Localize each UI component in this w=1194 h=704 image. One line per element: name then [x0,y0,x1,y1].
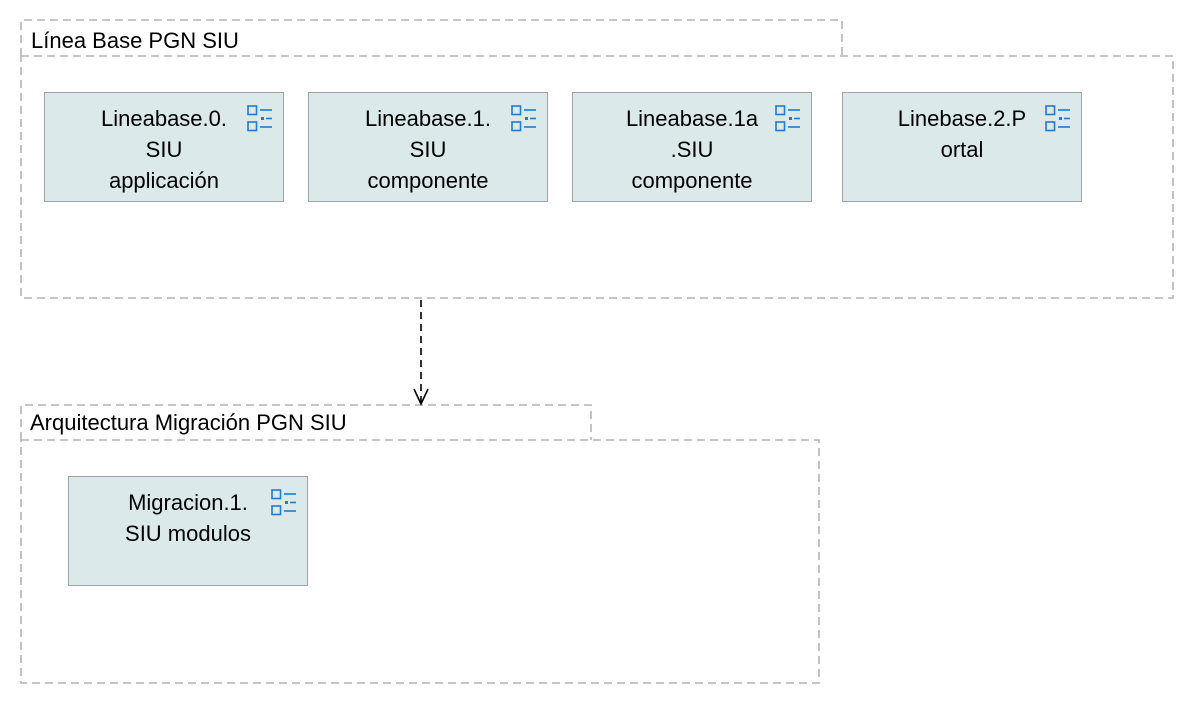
component-node-lineabase-1[interactable]: Lineabase.1. SIU componente [308,92,548,202]
node-label-line: SIU modulos [125,521,251,546]
group-arquitectura-migracion-frame [20,404,820,684]
node-label-line: Lineabase.0. [101,106,227,131]
component-node-migracion-1[interactable]: Migracion.1. SIU modulos [68,476,308,586]
node-label-line: componente [367,168,489,193]
connector-arrowhead [413,388,429,406]
component-list-icon [271,489,297,517]
node-label: Lineabase.1a .SIU componente [573,103,811,196]
group-linea-base-body [20,55,1174,299]
component-list-icon [775,105,801,133]
component-node-linebase-2[interactable]: Linebase.2.P ortal [842,92,1082,202]
group-arquitectura-migracion-tab [20,404,592,440]
node-label: Linebase.2.P ortal [843,103,1081,165]
node-label: Lineabase.0. SIU applicación [45,103,283,196]
node-label-line: applicación [108,168,220,193]
component-node-lineabase-0[interactable]: Lineabase.0. SIU applicación [44,92,284,202]
node-label-line: Migracion.1. [128,490,248,515]
group-title-linea-base: Línea Base PGN SIU [31,28,239,53]
node-label: Migracion.1. SIU modulos [69,487,307,549]
dependency-connector[interactable] [413,300,429,406]
component-list-icon [511,105,537,133]
node-label-line: ortal [940,137,984,162]
component-list-icon [247,105,273,133]
node-label-line: .SIU [670,137,714,162]
node-label: Lineabase.1. SIU componente [309,103,547,196]
node-label-line: Lineabase.1. [365,106,491,131]
group-linea-base-tab [20,19,843,56]
node-label-line: Lineabase.1a [625,106,759,131]
node-label-line: componente [631,168,753,193]
component-node-lineabase-1a[interactable]: Lineabase.1a .SIU componente [572,92,812,202]
component-list-icon [1045,105,1071,133]
group-linea-base-frame [20,19,1174,299]
group-title-arquitectura-migracion: Arquitectura Migración PGN SIU [30,410,347,435]
node-label-line: SIU [145,137,183,162]
node-label-line: SIU [409,137,447,162]
node-label-line: Linebase.2.P [897,106,1027,131]
